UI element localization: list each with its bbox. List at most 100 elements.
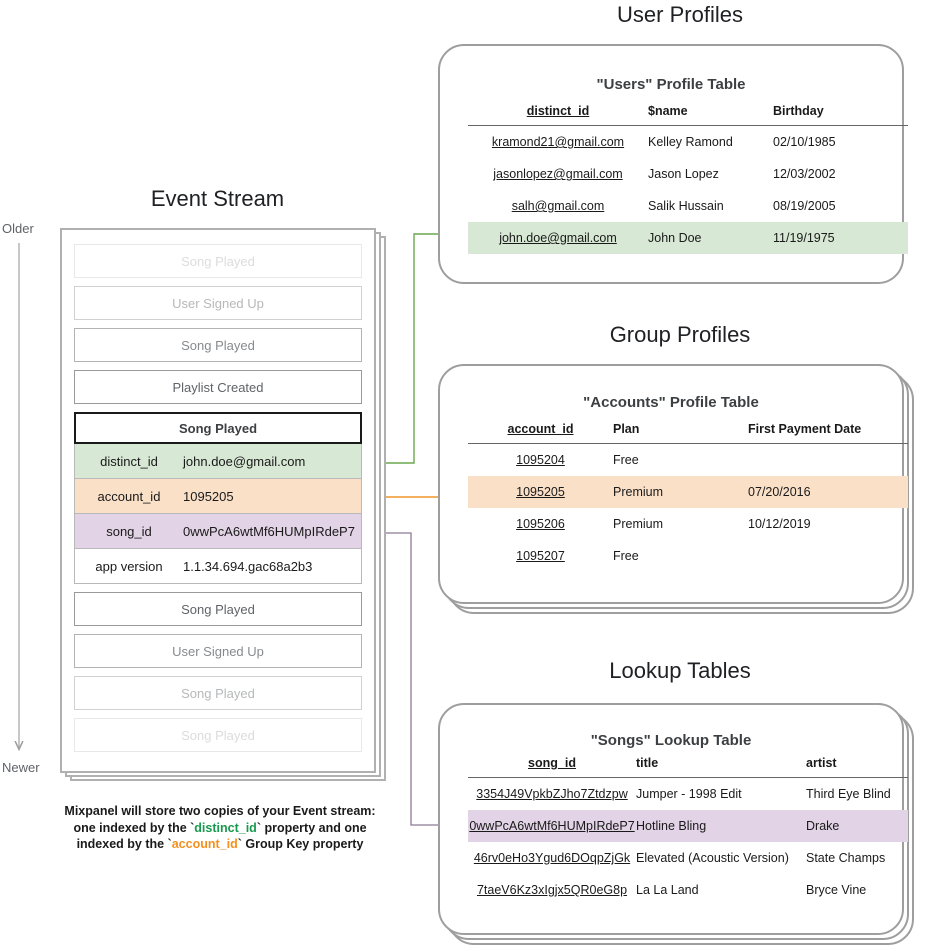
- table-header-row: account_id Plan First Payment Date: [468, 418, 908, 444]
- table-row[interactable]: kramond21@gmail.com Kelley Ramond 02/10/…: [468, 126, 908, 159]
- property-key: account_id: [97, 488, 161, 504]
- table-row[interactable]: 1095207 Free: [468, 540, 908, 572]
- event-item[interactable]: Song Played: [74, 328, 362, 362]
- table-row[interactable]: 7taeV6Kz3xIgjx5QR0eG8p La La Land Bryce …: [468, 874, 908, 906]
- accounts-table-title: "Accounts" Profile Table: [583, 394, 759, 411]
- event-item[interactable]: Song Played: [74, 592, 362, 626]
- event-item[interactable]: Song Played: [74, 676, 362, 710]
- column-header-artist: artist: [806, 752, 908, 778]
- event-item[interactable]: User Signed Up: [74, 286, 362, 320]
- cell-song-id: 0wwPcA6wtMf6HUMpIRdeP7: [468, 810, 636, 842]
- cell-account-id: 1095207: [516, 549, 565, 563]
- songs-lookup-table: song_id title artist 3354J49VpkbZJho7Ztd…: [468, 752, 908, 906]
- property-key: app version: [95, 558, 163, 574]
- cell-plan: Premium: [613, 476, 748, 508]
- property-value: 0wwPcA6wtMf6HUMpIRdeP7: [183, 523, 355, 539]
- cell-account-id: 1095205: [468, 476, 613, 508]
- event-item[interactable]: Song Played: [74, 718, 362, 752]
- timeline-label-older: Older: [2, 221, 34, 236]
- cell-account-id: 1095206: [516, 517, 565, 531]
- table-row[interactable]: 3354J49VpkbZJho7Ztdzpw Jumper - 1998 Edi…: [468, 778, 908, 811]
- table-row-highlighted[interactable]: john.doe@gmail.com John Doe 11/19/1975: [468, 222, 908, 254]
- caption-line-1: Mixpanel will store two copies of your E…: [64, 804, 376, 818]
- cell-distinct-id: kramond21@gmail.com: [491, 135, 625, 149]
- cell-birthday: 08/19/2005: [773, 199, 836, 213]
- cell-birthday: 12/03/2002: [773, 167, 836, 181]
- cell-first-payment-date: 10/12/2019: [748, 517, 811, 531]
- user-profiles-title: User Profiles: [617, 2, 743, 27]
- cell-name: Jason Lopez: [648, 167, 719, 181]
- songs-table-title: "Songs" Lookup Table: [590, 732, 752, 749]
- cell-artist: Drake: [806, 810, 908, 842]
- cell-artist: State Champs: [806, 851, 886, 865]
- table-header-row: song_id title artist: [468, 752, 908, 778]
- column-header-plan: Plan: [613, 418, 748, 444]
- column-header-name: $name: [648, 100, 773, 126]
- expanded-event-card[interactable]: Song Played distinct_id john.doe@gmail.c…: [74, 412, 362, 584]
- cell-title: Elevated (Acoustic Version): [636, 851, 789, 865]
- table-row-highlighted[interactable]: 1095205 Premium 07/20/2016: [468, 476, 908, 508]
- table-row[interactable]: 46rv0eHo3Ygud6DOqpZjGk Elevated (Acousti…: [468, 842, 908, 874]
- accounts-profile-table: account_id Plan First Payment Date 10952…: [468, 418, 908, 572]
- cell-name: John Doe: [648, 222, 773, 254]
- cell-title: Hotline Bling: [636, 810, 806, 842]
- event-property-song-id: song_id 0wwPcA6wtMf6HUMpIRdeP7: [74, 514, 362, 549]
- event-stream-card: Song Played User Signed Up Song Played P…: [60, 228, 376, 773]
- event-property-distinct-id: distinct_id john.doe@gmail.com: [74, 444, 362, 479]
- cell-birthday: 02/10/1985: [773, 135, 836, 149]
- property-value: 1095205: [183, 488, 234, 504]
- property-value: 1.1.34.694.gac68a2b3: [183, 558, 313, 574]
- event-item[interactable]: User Signed Up: [74, 634, 362, 668]
- event-item[interactable]: Song Played: [74, 244, 362, 278]
- cell-title: La La Land: [636, 883, 699, 897]
- cell-plan: Premium: [613, 517, 664, 531]
- property-key: song_id: [106, 523, 152, 539]
- cell-name: Kelley Ramond: [648, 135, 733, 149]
- event-property-app-version: app version 1.1.34.694.gac68a2b3: [74, 549, 362, 584]
- cell-name: Salik Hussain: [648, 199, 724, 213]
- cell-artist: Third Eye Blind: [806, 787, 891, 801]
- table-row[interactable]: 1095206 Premium 10/12/2019: [468, 508, 908, 540]
- event-stream-caption: Mixpanel will store two copies of your E…: [40, 803, 400, 853]
- cell-plan: Free: [613, 453, 639, 467]
- users-profile-table: distinct_id $name Birthday kramond21@gma…: [468, 100, 908, 254]
- event-item[interactable]: Playlist Created: [74, 370, 362, 404]
- event-property-account-id: account_id 1095205: [74, 479, 362, 514]
- caption-line-2b: ` property and one: [256, 820, 367, 835]
- cell-birthday: 11/19/1975: [773, 222, 908, 254]
- column-header-song-id: song_id: [468, 752, 636, 778]
- caption-line-2a: one indexed by the `: [73, 820, 195, 835]
- column-header-title: title: [636, 752, 806, 778]
- table-row[interactable]: 1095204 Free: [468, 444, 908, 477]
- group-profiles-title: Group Profiles: [609, 322, 751, 347]
- cell-song-id: 46rv0eHo3Ygud6DOqpZjGk: [473, 851, 631, 865]
- caption-token-distinct-id: distinct_id: [194, 820, 257, 835]
- cell-artist: Bryce Vine: [806, 883, 867, 897]
- property-value: john.doe@gmail.com: [183, 453, 306, 469]
- property-key: distinct_id: [100, 453, 158, 469]
- table-row-highlighted[interactable]: 0wwPcA6wtMf6HUMpIRdeP7 Hotline Bling Dra…: [468, 810, 908, 842]
- table-header-row: distinct_id $name Birthday: [468, 100, 908, 126]
- timeline-label-newer: Newer: [2, 760, 40, 775]
- lookup-tables-title: Lookup Tables: [609, 658, 751, 683]
- caption-line-3a: indexed by the `: [76, 837, 172, 851]
- event-stream-title: Event Stream: [150, 186, 285, 211]
- cell-first-payment-date: [748, 540, 908, 572]
- table-row[interactable]: salh@gmail.com Salik Hussain 08/19/2005: [468, 190, 908, 222]
- table-row[interactable]: jasonlopez@gmail.com Jason Lopez 12/03/2…: [468, 158, 908, 190]
- cell-distinct-id: salh@gmail.com: [511, 199, 605, 213]
- cell-first-payment-date: [748, 444, 908, 477]
- cell-first-payment-date: 07/20/2016: [748, 476, 908, 508]
- caption-token-account-id: account_id: [171, 837, 238, 851]
- column-header-birthday: Birthday: [773, 100, 908, 126]
- cell-account-id: 1095204: [516, 453, 565, 467]
- cell-song-id: 7taeV6Kz3xIgjx5QR0eG8p: [476, 883, 628, 897]
- column-header-distinct-id: distinct_id: [468, 100, 648, 126]
- cell-distinct-id: jasonlopez@gmail.com: [493, 167, 623, 181]
- cell-distinct-id: john.doe@gmail.com: [468, 222, 648, 254]
- users-table-title: "Users" Profile Table: [596, 76, 746, 93]
- cell-song-id: 3354J49VpkbZJho7Ztdzpw: [476, 787, 628, 801]
- column-header-account-id: account_id: [468, 418, 613, 444]
- cell-title: Jumper - 1998 Edit: [636, 787, 742, 801]
